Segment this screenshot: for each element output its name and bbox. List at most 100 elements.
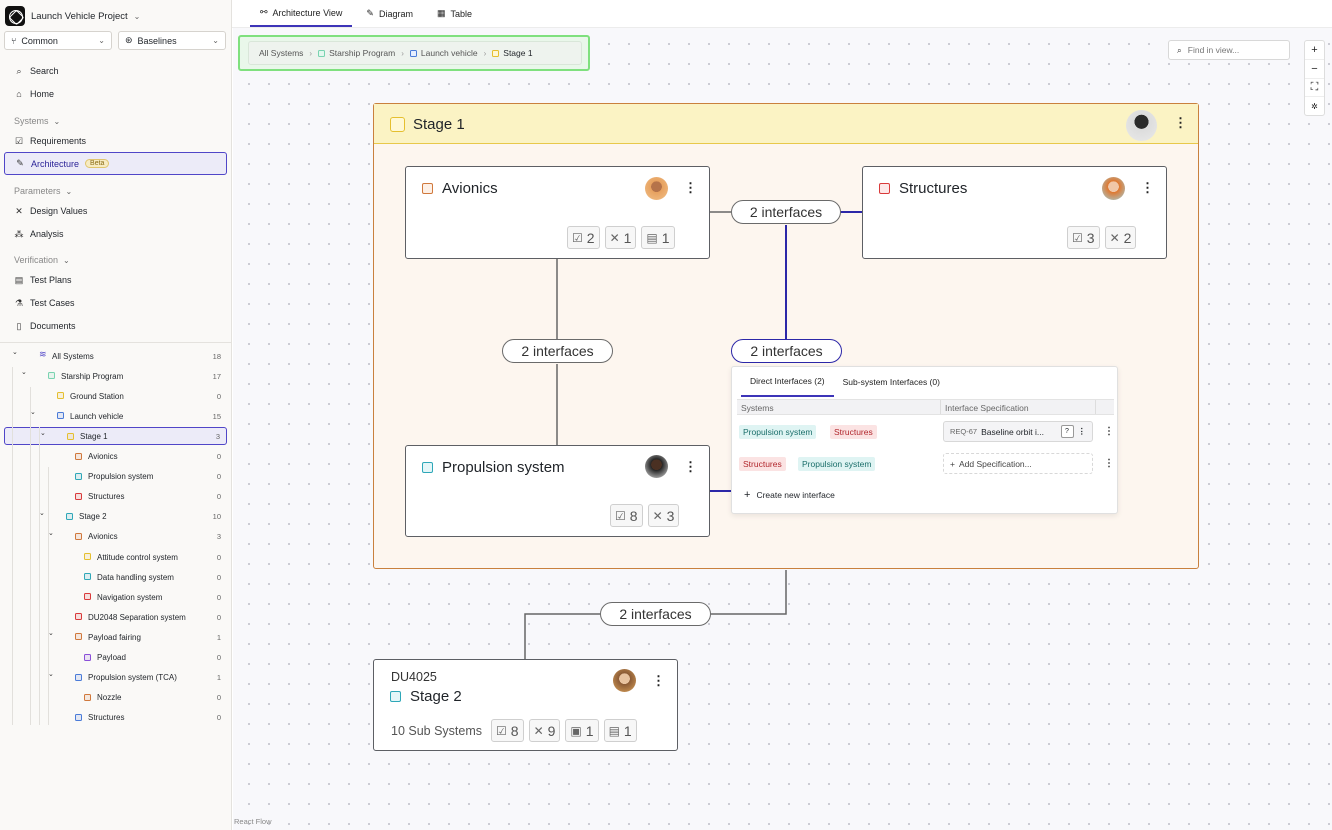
find-in-view-input[interactable]: ⌕ Find in view... bbox=[1168, 40, 1290, 60]
project-name: Launch Vehicle Project bbox=[31, 10, 128, 22]
more-options-icon[interactable]: ⋮ bbox=[684, 459, 697, 474]
tab-architecture-view[interactable]: ⚯Architecture View bbox=[250, 0, 353, 27]
fit-view-button[interactable]: ⛶ bbox=[1305, 79, 1324, 98]
structures-title: Structures bbox=[899, 180, 968, 197]
help-icon[interactable]: ? bbox=[1060, 425, 1074, 438]
tab-direct-interfaces[interactable]: Direct Interfaces (2) bbox=[741, 367, 834, 397]
more-options-icon[interactable]: ⋮ bbox=[1174, 115, 1187, 130]
avatar[interactable] bbox=[1102, 177, 1125, 200]
system-tag[interactable]: Structures bbox=[830, 425, 877, 439]
chevron-down-icon[interactable]: ⌄ bbox=[39, 509, 45, 517]
breadcrumb-item-all-systems[interactable]: All Systems bbox=[259, 48, 304, 58]
parameters-count-badge[interactable]: ✕3 bbox=[647, 504, 680, 527]
breadcrumb-item-starship-program[interactable]: Starship Program bbox=[318, 48, 395, 58]
requirements-count-badge[interactable]: ☑8 bbox=[610, 504, 643, 527]
nav-documents[interactable]: ▯Documents bbox=[4, 315, 227, 337]
avatar[interactable] bbox=[645, 455, 668, 478]
create-interface-button[interactable]: + Create new interface bbox=[744, 489, 835, 501]
nav-requirements[interactable]: ☑Requirements bbox=[4, 130, 227, 152]
avatar[interactable] bbox=[613, 669, 636, 692]
system-tag[interactable]: Propulsion system bbox=[798, 457, 876, 471]
edge-label-avionics-structures[interactable]: 2 interfaces bbox=[731, 200, 841, 224]
test-plans-count-badge[interactable]: ▣1 bbox=[565, 719, 599, 742]
nav-test-cases[interactable]: ⚗Test Cases bbox=[4, 292, 227, 314]
breadcrumb-item-launch-vehicle[interactable]: Launch vehicle bbox=[409, 48, 478, 58]
zoom-in-button[interactable]: + bbox=[1305, 41, 1324, 60]
parameters-count-badge[interactable]: ✕9 bbox=[528, 719, 561, 742]
avatar[interactable] bbox=[645, 177, 668, 200]
system-tag[interactable]: Propulsion system bbox=[739, 425, 817, 439]
requirements-count-badge[interactable]: ☑8 bbox=[491, 719, 524, 742]
requirements-count-badge[interactable]: ☑2 bbox=[567, 226, 600, 249]
tab-table[interactable]: ▦Table bbox=[427, 0, 482, 27]
add-specification-button[interactable]: + Add Specification... bbox=[943, 453, 1093, 474]
react-flow-attribution[interactable]: React Flow bbox=[234, 817, 272, 826]
chevron-down-icon[interactable]: ⌄ bbox=[48, 630, 54, 638]
requirements-count-badge[interactable]: ☑3 bbox=[1067, 226, 1100, 249]
chevron-down-icon[interactable]: ⌄ bbox=[21, 369, 27, 377]
propulsion-system-node[interactable]: Propulsion system ⋮ ☑8 ✕3 bbox=[405, 445, 710, 537]
parameters-count-badge[interactable]: ✕1 bbox=[604, 226, 637, 249]
systems-section-header[interactable]: Systems⌄ bbox=[14, 116, 60, 126]
chevron-down-icon[interactable]: ⌄ bbox=[12, 349, 18, 356]
more-options-icon[interactable]: ⋮ bbox=[1141, 180, 1154, 195]
chevron-down-icon[interactable]: ⌄ bbox=[48, 529, 54, 537]
row-more-options-icon[interactable]: ⋮ bbox=[1104, 426, 1114, 437]
chevron-down-icon[interactable]: ⌄ bbox=[30, 409, 36, 417]
baselines-select[interactable]: ⊛ Baselines ⌄ bbox=[118, 31, 226, 50]
tree-item-count: 15 bbox=[212, 411, 221, 421]
nav-test-plans[interactable]: ▤Test Plans bbox=[4, 269, 227, 291]
nav-analysis[interactable]: ⁂Analysis bbox=[4, 223, 227, 245]
parameters-count-badge[interactable]: ✕2 bbox=[1104, 226, 1137, 249]
edge-label-avionics-propulsion[interactable]: 2 interfaces bbox=[502, 339, 613, 363]
documents-count-badge[interactable]: ▤1 bbox=[603, 719, 637, 742]
more-options-icon[interactable]: ⋮ bbox=[1077, 426, 1087, 436]
documents-count-badge[interactable]: ▤1 bbox=[641, 226, 675, 249]
interface-spec[interactable]: REQ-67 Baseline orbit i... ? ⋮ bbox=[943, 421, 1093, 442]
tab-subsystem-interfaces[interactable]: Sub-system Interfaces (0) bbox=[842, 377, 940, 387]
zoom-out-button[interactable]: − bbox=[1305, 60, 1324, 79]
chevron-down-icon[interactable]: ⌄ bbox=[40, 430, 46, 438]
row-more-options-icon[interactable]: ⋮ bbox=[1104, 458, 1114, 469]
chevron-down-icon[interactable]: ⌄ bbox=[48, 670, 54, 678]
stage-2-node[interactable]: DU4025 Stage 2 ⋮ 10 Sub Systems ☑8 ✕9 ▣1… bbox=[373, 659, 678, 751]
avionics-node[interactable]: Avionics ⋮ ☑2 ✕1 ▤1 bbox=[405, 166, 710, 259]
more-options-icon[interactable]: ⋮ bbox=[684, 180, 697, 195]
edge-label-propulsion-structures[interactable]: 2 interfaces bbox=[731, 339, 842, 363]
more-options-icon[interactable]: ⋮ bbox=[652, 673, 665, 688]
structures-node[interactable]: Structures ⋮ ☑3 ✕2 bbox=[862, 166, 1167, 259]
auto-layout-button[interactable]: ✲ bbox=[1311, 101, 1318, 111]
verification-section-header[interactable]: Verification⌄ bbox=[14, 255, 70, 265]
nav-design-values[interactable]: ✕Design Values bbox=[4, 200, 227, 222]
nav-home[interactable]: ⌂Home bbox=[4, 83, 227, 105]
tab-diagram[interactable]: ✎Diagram bbox=[356, 0, 423, 27]
breadcrumb-item-stage-1[interactable]: Stage 1 bbox=[492, 48, 533, 58]
nav-search[interactable]: ⌕Search bbox=[4, 60, 227, 82]
project-switcher[interactable]: Launch Vehicle Project ⌄ bbox=[5, 5, 140, 27]
tree-item[interactable]: ⌄Propulsion system (TCA)1 bbox=[4, 669, 227, 687]
avatar[interactable] bbox=[1126, 110, 1157, 141]
edge-label-stage1-stage2[interactable]: 2 interfaces bbox=[600, 602, 711, 626]
system-tag[interactable]: Structures bbox=[739, 457, 786, 471]
branch-select[interactable]: ⑂ Common ⌄ bbox=[4, 31, 112, 50]
parameters-section-header[interactable]: Parameters⌄ bbox=[14, 186, 72, 196]
